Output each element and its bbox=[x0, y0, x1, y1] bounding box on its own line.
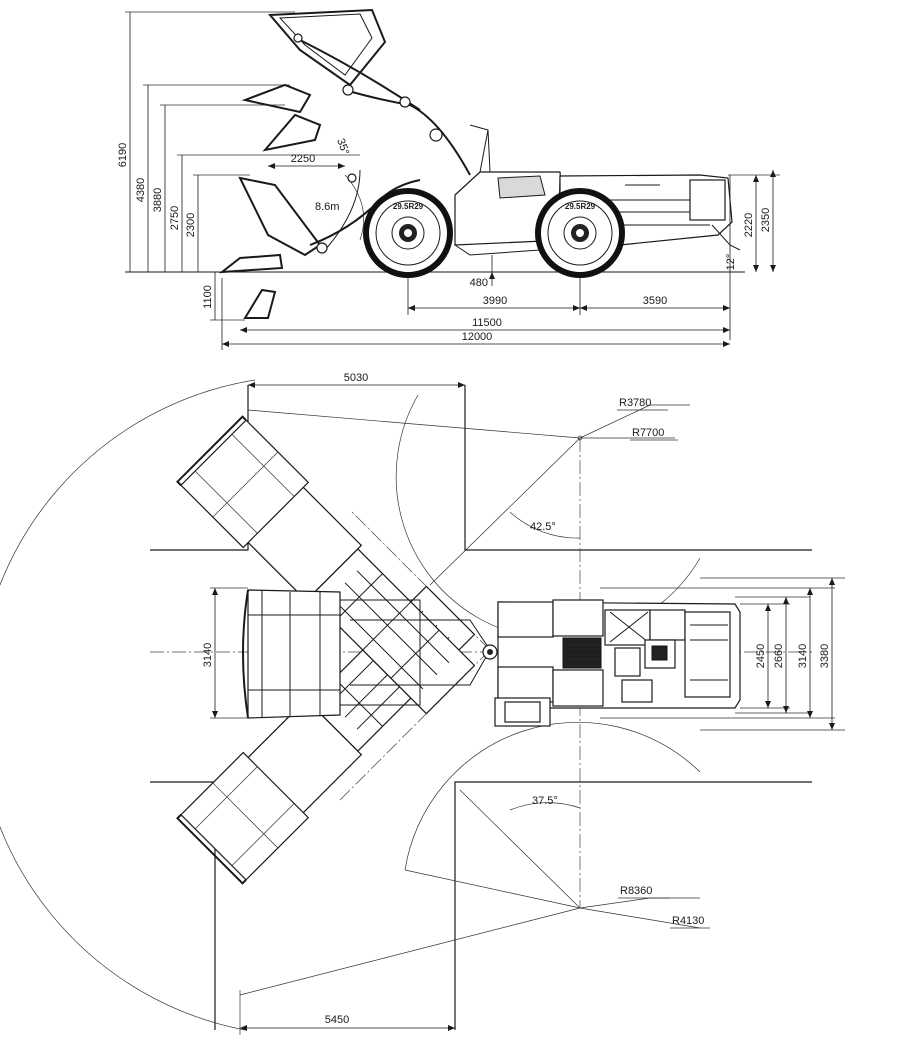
width-2660: 2660 bbox=[773, 644, 785, 668]
wheelbase-3990: 3990 bbox=[483, 295, 507, 307]
angle-42-5: 42.5° bbox=[530, 521, 556, 533]
wheelbase-3590: 3590 bbox=[643, 295, 667, 307]
width-5450: 5450 bbox=[325, 1014, 349, 1026]
height-2300: 2300 bbox=[185, 213, 197, 237]
side-view: 6190 4380 3880 2750 2300 1100 2250 35° 8… bbox=[117, 8, 780, 350]
height-1100: 1100 bbox=[202, 285, 214, 309]
radius-3780: R3780 bbox=[619, 397, 651, 409]
height-6190: 6190 bbox=[117, 143, 129, 167]
width-3140-right: 3140 bbox=[797, 644, 809, 668]
length-11500: 11500 bbox=[472, 317, 502, 329]
height-2350: 2350 bbox=[760, 208, 772, 232]
tire-label-rear: 29.5R29 bbox=[565, 202, 596, 211]
height-2220: 2220 bbox=[743, 213, 755, 237]
radius-7700: R7700 bbox=[632, 427, 664, 439]
width-3380: 3380 bbox=[819, 644, 831, 668]
departure-angle: 12° bbox=[725, 254, 737, 271]
height-3880: 3880 bbox=[152, 188, 164, 212]
height-4380: 4380 bbox=[135, 178, 147, 202]
rear-wheel: 29.5R29 bbox=[535, 188, 625, 278]
radius-4130: R4130 bbox=[672, 915, 704, 927]
height-2750: 2750 bbox=[169, 206, 181, 230]
front-wheel: 29.5R29 bbox=[363, 188, 453, 278]
reach-2250: 2250 bbox=[291, 153, 315, 165]
radius-8360: R8360 bbox=[620, 885, 652, 897]
width-5030: 5030 bbox=[344, 372, 368, 384]
dump-angle: 35° bbox=[334, 137, 351, 157]
tire-label-front: 29.5R29 bbox=[393, 202, 424, 211]
turn-radius-8-6m: 8.6m bbox=[315, 201, 339, 213]
width-2450: 2450 bbox=[755, 644, 767, 668]
clearance-480: 480 bbox=[470, 277, 488, 289]
top-view: 5030 R3780 R7700 42.5° 3140 2450 2660 31… bbox=[0, 372, 845, 1035]
width-3140-left: 3140 bbox=[202, 643, 214, 667]
length-12000: 12000 bbox=[462, 331, 493, 343]
angle-37-5: 37.5° bbox=[532, 795, 558, 807]
rear-chassis bbox=[494, 599, 741, 727]
